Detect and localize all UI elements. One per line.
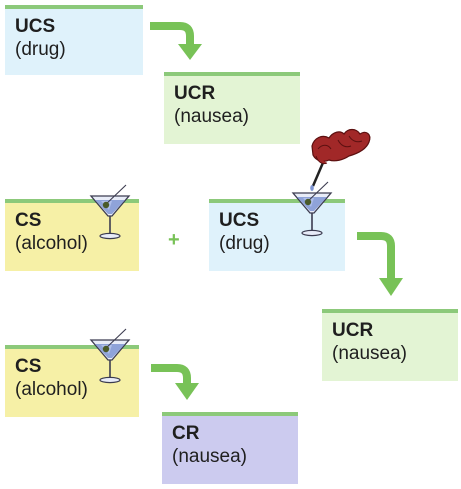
cs-description: (alcohol) <box>15 233 88 254</box>
ucr-description: (nausea) <box>332 343 407 364</box>
curved-arrow-icon <box>150 22 202 60</box>
ucs-label: UCS <box>15 16 56 37</box>
cr-description: (nausea) <box>172 446 247 467</box>
plus-sign: + <box>168 229 180 251</box>
stage1-ucs-box: UCS (drug) <box>5 5 143 75</box>
ucr-label: UCR <box>332 320 374 341</box>
cs-label: CS <box>15 356 42 377</box>
hand-with-dropper-icon <box>310 128 371 191</box>
curved-arrow-icon <box>357 232 403 296</box>
stage2-ucr-box: UCR (nausea) <box>322 309 458 381</box>
stage1-ucr-box: UCR (nausea) <box>164 72 300 144</box>
curved-arrow-icon <box>151 364 199 400</box>
ucs-description: (drug) <box>219 233 270 254</box>
ucs-description: (drug) <box>15 39 66 60</box>
cs-description: (alcohol) <box>15 379 88 400</box>
cs-label: CS <box>15 210 42 231</box>
stage3-cs-box: CS (alcohol) <box>5 345 139 417</box>
stage2-ucs-box: UCS (drug) <box>209 199 345 271</box>
cr-label: CR <box>172 423 200 444</box>
ucs-label: UCS <box>219 210 260 231</box>
ucr-label: UCR <box>174 83 216 104</box>
ucr-description: (nausea) <box>174 106 249 127</box>
stage2-cs-box: CS (alcohol) <box>5 199 139 271</box>
stage3-cr-box: CR (nausea) <box>162 412 298 484</box>
